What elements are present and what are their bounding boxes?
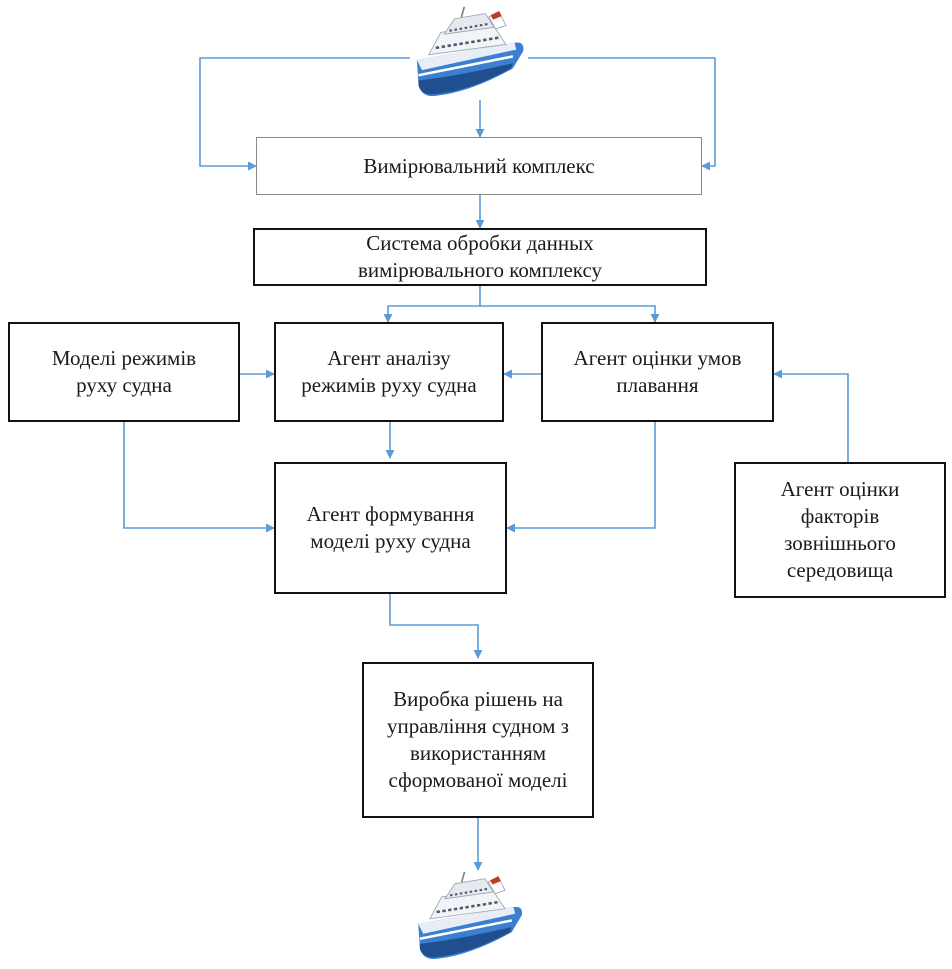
arrow-environment-to-sailing: [773, 369, 849, 462]
sailing-conditions-agent-box: Агент оцінки умов плавання: [541, 322, 774, 422]
data-processing-line-2: вимірювального комплексу: [357, 258, 603, 282]
motion-mode-models-line-2: руху судна: [76, 373, 172, 397]
environment-factors-agent-line-2: факторів: [800, 504, 880, 528]
arrow-sailing-to-forming: [506, 422, 656, 533]
measuring-complex-box: Вимірювальний комплекс: [256, 137, 702, 195]
decision-making-line-3: використанням: [409, 741, 547, 765]
data-processing-box: Система обробки данных вимірювального ко…: [253, 228, 707, 286]
model-forming-agent-box: Агент формування моделі руху судна: [274, 462, 507, 594]
arrow-ship-right-to-measuring: [528, 57, 716, 171]
data-processing-line-1: Система обробки данных: [366, 231, 594, 255]
ship-icon: [410, 6, 530, 106]
arrow-processing-to-sailing-conditions: [480, 305, 660, 323]
model-forming-agent-line-2: моделі руху судна: [310, 529, 471, 553]
motion-mode-models-line-1: Моделі режимів: [51, 346, 197, 370]
decision-making-box: Виробка рішень на управління судном з ви…: [362, 662, 594, 818]
arrow-processing-to-mode-analysis: [383, 286, 481, 323]
model-forming-agent-line-1: Агент формування: [306, 502, 475, 526]
environment-factors-agent-line-1: Агент оцінки: [780, 477, 900, 501]
mode-analysis-agent-box: Агент аналізу режимів руху судна: [274, 322, 504, 422]
decision-making-line-4: сформованої моделі: [388, 768, 568, 792]
mode-analysis-agent-line-2: режимів руху судна: [301, 373, 477, 397]
sailing-conditions-agent-line-2: плавання: [616, 373, 699, 397]
motion-mode-models-box: Моделі режимів руху судна: [8, 322, 240, 422]
environment-factors-agent-line-3: зовнішнього: [784, 531, 896, 555]
environment-factors-agent-box: Агент оцінки факторів зовнішнього середо…: [734, 462, 946, 598]
arrow-models-to-forming: [123, 422, 275, 533]
decision-making-line-1: Виробка рішень на: [393, 687, 563, 711]
ship-icon: [410, 872, 530, 968]
measuring-complex-label: Вимірювальний комплекс: [363, 153, 595, 178]
arrow-forming-to-decision: [389, 594, 483, 659]
arrow-ship-left-to-measuring: [199, 57, 410, 171]
sailing-conditions-agent-line-1: Агент оцінки умов: [573, 346, 742, 370]
decision-making-line-2: управління судном з: [387, 714, 569, 738]
mode-analysis-agent-line-1: Агент аналізу: [327, 346, 451, 370]
environment-factors-agent-line-4: середовища: [786, 558, 894, 582]
